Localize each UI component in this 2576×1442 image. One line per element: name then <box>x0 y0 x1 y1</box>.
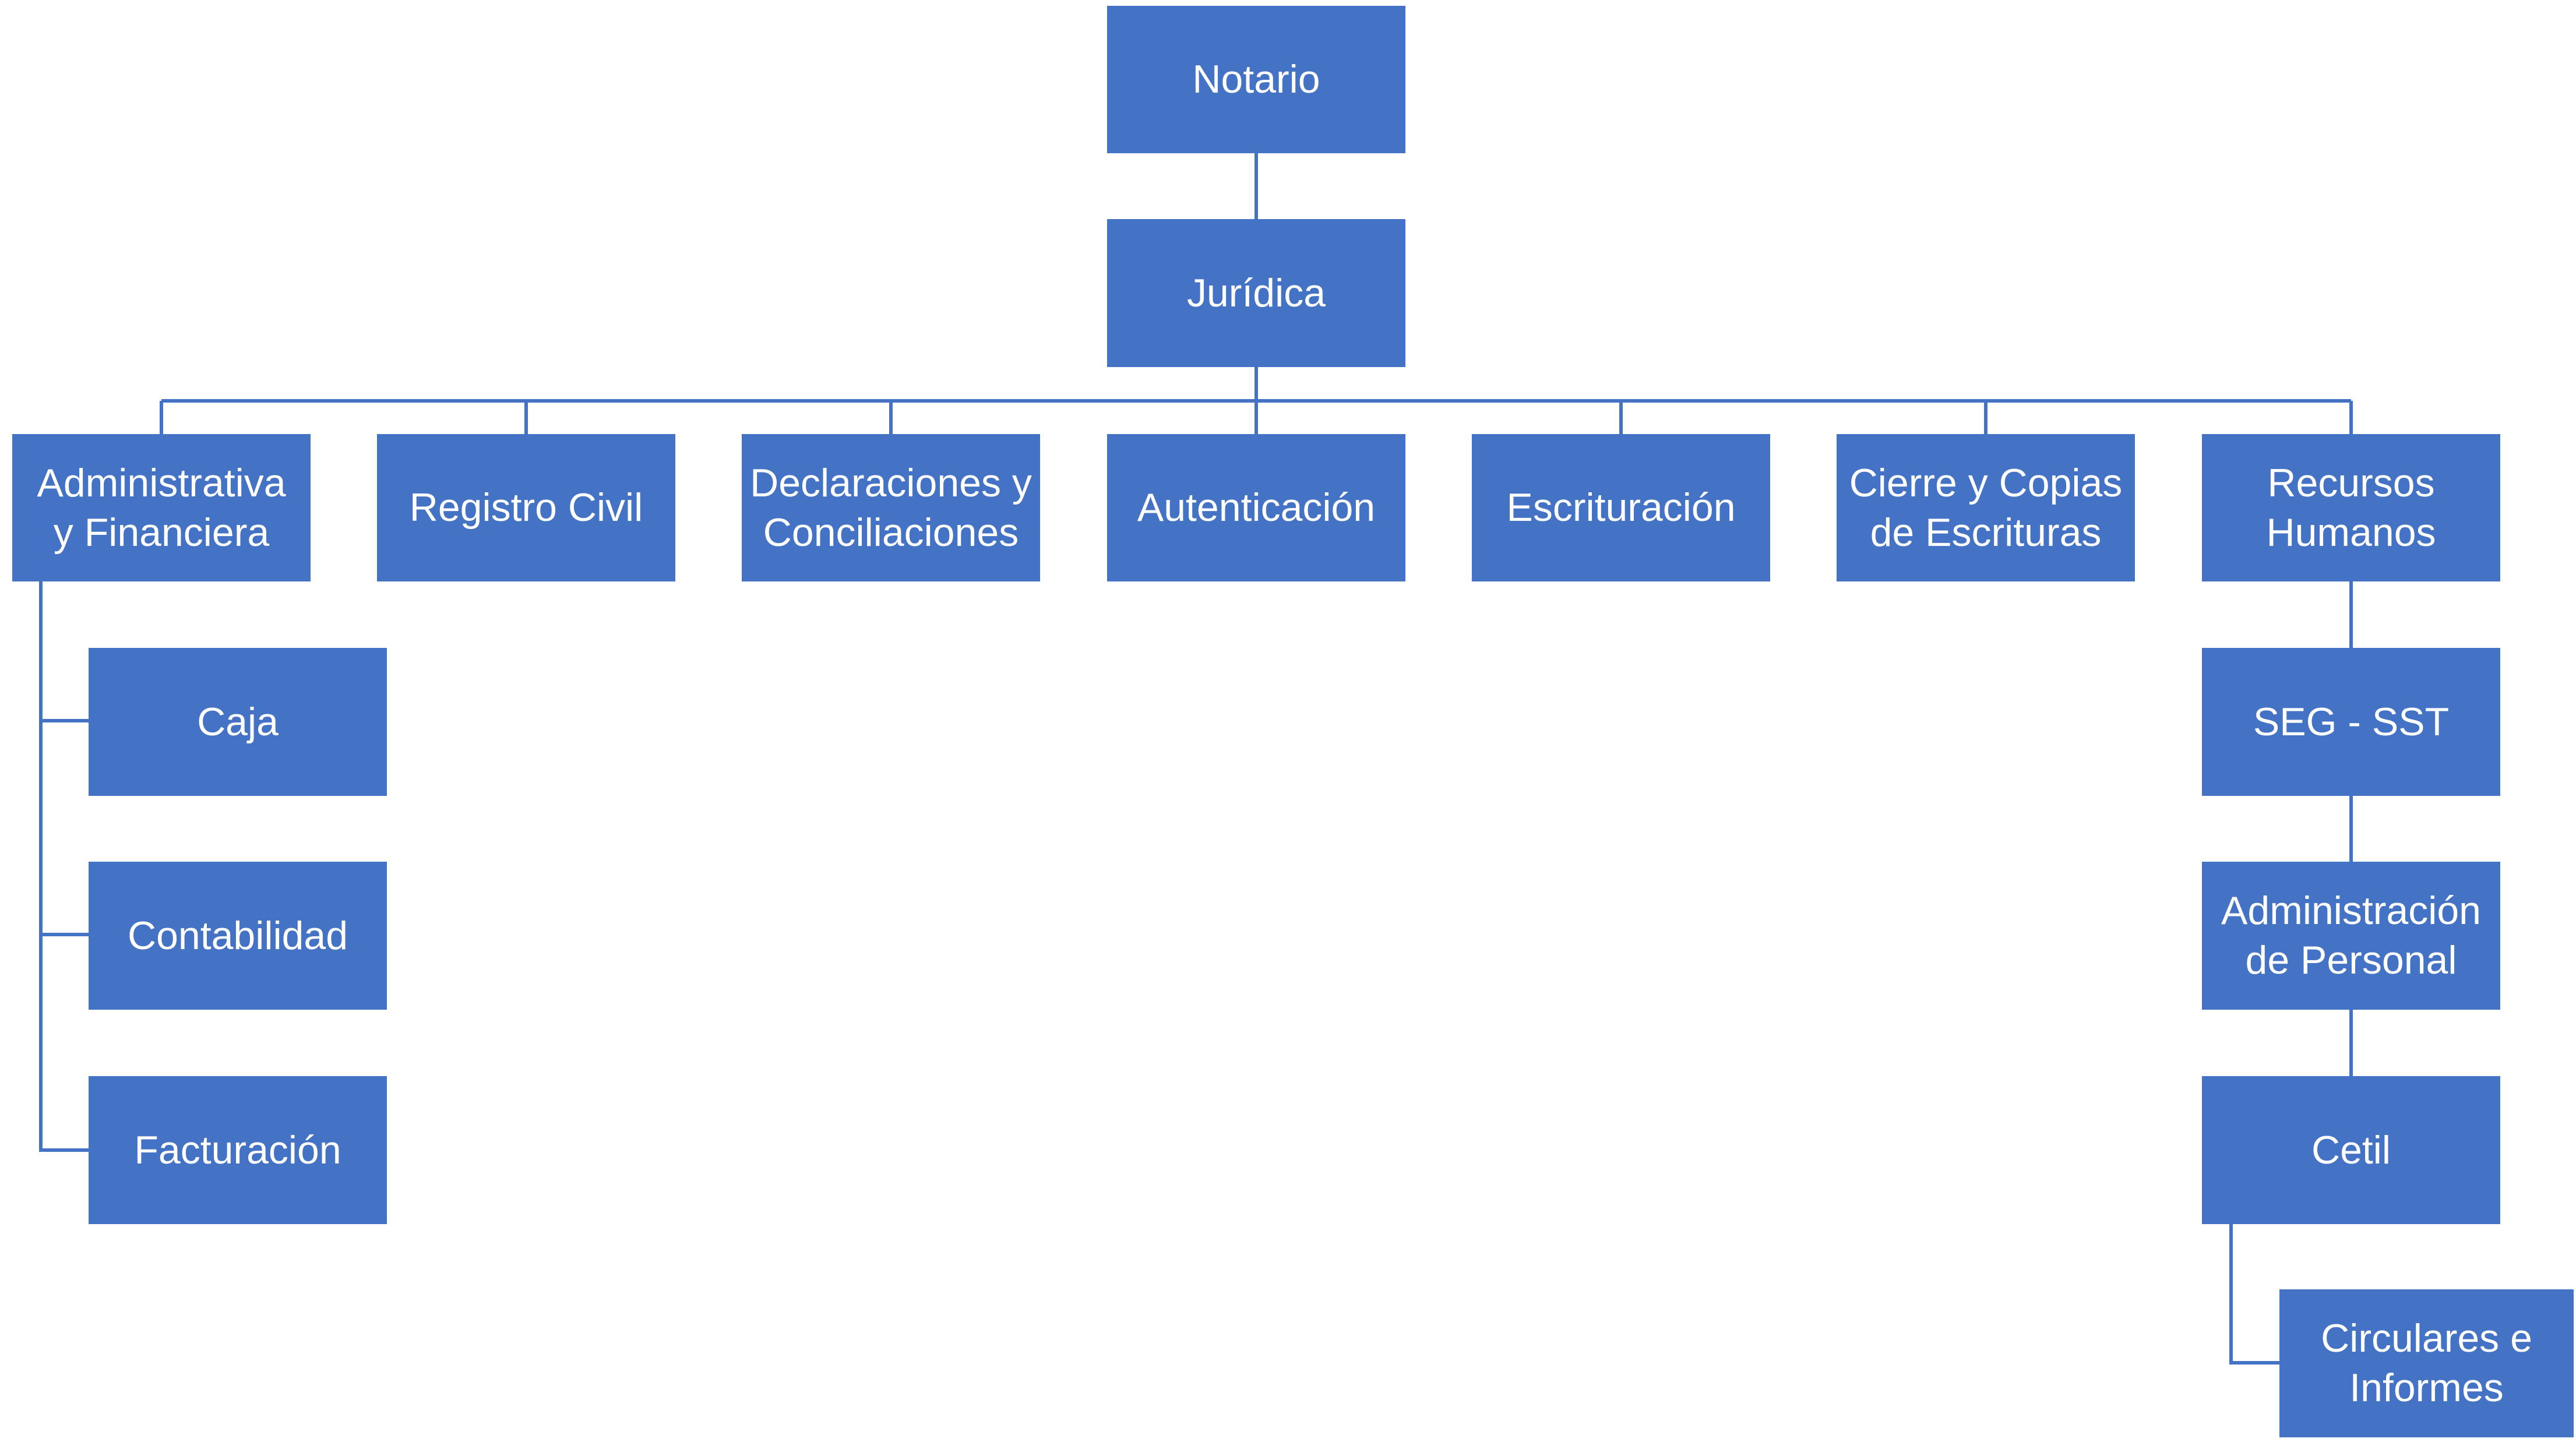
org-box-label: Administración de Personal <box>2221 889 2481 982</box>
org-box-label: Administrativa y Financiera <box>37 460 286 555</box>
org-box-seg-sst: SEG - SST <box>2202 648 2500 796</box>
org-box-label: Escrituración <box>1506 485 1736 530</box>
org-box-registro-civil: Registro Civil <box>377 434 675 581</box>
org-box-label: Facturación <box>134 1127 341 1172</box>
org-box-autenticacion: Autenticación <box>1107 434 1405 581</box>
org-box-administrativa-financiera: Administrativa y Financiera <box>12 434 311 581</box>
org-box-notario: Notario <box>1107 6 1405 153</box>
org-box-label: Cierre y Copias de Escrituras <box>1849 460 2123 555</box>
org-box-label: Declaraciones y Conciliaciones <box>750 460 1032 555</box>
org-box-juridica: Jurídica <box>1107 219 1405 367</box>
org-box-label: SEG - SST <box>2253 699 2450 744</box>
org-box-contabilidad: Contabilidad <box>89 862 387 1010</box>
org-box-circulares-informes: Circulares e Informes <box>2279 1289 2574 1437</box>
org-box-label: Registro Civil <box>409 485 643 530</box>
org-box-label: Caja <box>197 699 279 744</box>
org-box-administracion-personal: Administración de Personal <box>2202 862 2500 1010</box>
org-box-declaraciones-conciliaciones: Declaraciones y Conciliaciones <box>742 434 1040 581</box>
org-box-label: Contabilidad <box>127 913 348 958</box>
org-box-label: Notario <box>1192 57 1320 101</box>
org-box-label: Jurídica <box>1186 270 1326 315</box>
org-box-label: Circulares e Informes <box>2321 1316 2532 1410</box>
org-box-label: Autenticación <box>1137 485 1376 530</box>
org-box-recursos-humanos: Recursos Humanos <box>2202 434 2500 581</box>
org-box-facturacion: Facturación <box>89 1076 387 1224</box>
org-box-label: Recursos Humanos <box>2266 460 2436 555</box>
org-box-caja: Caja <box>89 648 387 796</box>
org-box-cierre-copias: Cierre y Copias de Escrituras <box>1837 434 2135 581</box>
org-box-label: Cetil <box>2311 1127 2391 1172</box>
org-box-cetil: Cetil <box>2202 1076 2500 1224</box>
org-box-escrituracion: Escrituración <box>1472 434 1770 581</box>
